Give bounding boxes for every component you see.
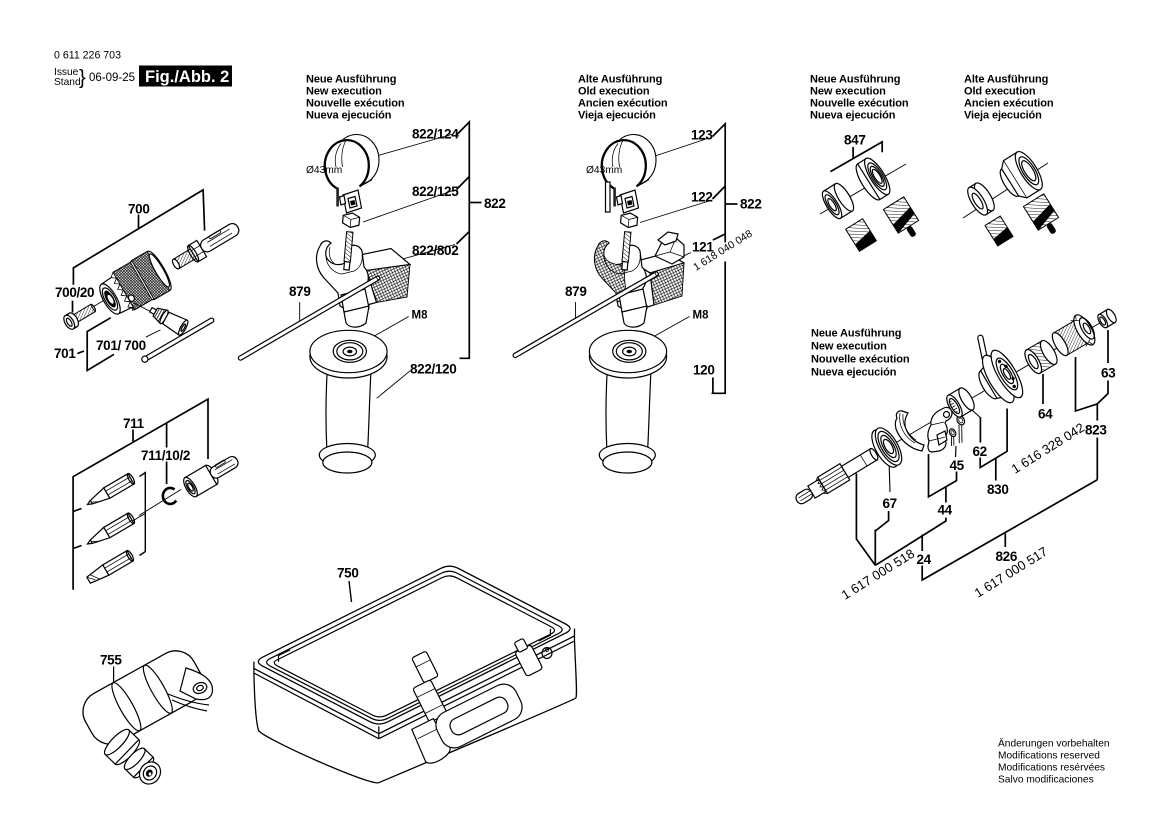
svg-text:Neue Ausführung: Neue Ausführung	[306, 74, 396, 86]
svg-text:45: 45	[950, 458, 965, 473]
svg-text:Nueva ejecución: Nueva ejecución	[811, 367, 897, 379]
svg-text:Vieja ejecución: Vieja ejecución	[578, 110, 656, 122]
svg-text:Stand: Stand	[54, 77, 81, 88]
svg-text:Nouvelle exécution: Nouvelle exécution	[306, 98, 405, 110]
svg-text:879: 879	[289, 284, 310, 299]
svg-text:63: 63	[1101, 366, 1116, 381]
svg-text:44: 44	[938, 503, 953, 518]
svg-text:826: 826	[996, 549, 1018, 564]
svg-text:700: 700	[128, 202, 149, 217]
svg-text:}: }	[79, 67, 86, 89]
svg-text:755: 755	[100, 653, 122, 668]
svg-text:750: 750	[337, 566, 358, 581]
svg-text:New execution: New execution	[811, 341, 887, 353]
svg-text:Ancien exécution: Ancien exécution	[964, 98, 1054, 110]
svg-text:Salvo modificaciones: Salvo modificaciones	[998, 775, 1094, 786]
svg-text:Ø43mm: Ø43mm	[586, 165, 622, 176]
svg-text:Änderungen vorbehalten: Änderungen vorbehalten	[998, 738, 1110, 750]
svg-text:822/120: 822/120	[410, 362, 456, 377]
svg-text:Ø43mm: Ø43mm	[306, 165, 342, 176]
svg-text:822/124: 822/124	[412, 127, 459, 142]
svg-text:700/20: 700/20	[55, 285, 94, 300]
svg-text:24: 24	[917, 552, 932, 567]
svg-text:M8: M8	[693, 310, 710, 322]
svg-text:879: 879	[565, 284, 586, 299]
svg-text:Nueva ejecución: Nueva ejecución	[306, 110, 392, 122]
svg-text:Alte Ausführung: Alte Ausführung	[578, 74, 662, 86]
svg-text:64: 64	[1038, 407, 1053, 422]
svg-text:Old execution: Old execution	[578, 86, 650, 98]
svg-text:122: 122	[691, 190, 712, 205]
svg-text:121: 121	[692, 240, 714, 255]
svg-text:711/10/2: 711/10/2	[141, 448, 190, 463]
svg-text:701/ 700: 701/ 700	[96, 338, 146, 353]
svg-text:822/125: 822/125	[412, 184, 459, 199]
svg-text:822: 822	[740, 197, 761, 212]
svg-text:Alte Ausführung: Alte Ausführung	[964, 74, 1048, 86]
svg-text:06-09-25: 06-09-25	[89, 72, 135, 84]
svg-text:701: 701	[54, 346, 76, 361]
svg-text:847: 847	[844, 133, 865, 148]
svg-text:711: 711	[123, 416, 145, 431]
svg-text:Nouvelle exécution: Nouvelle exécution	[810, 98, 909, 110]
svg-text:830: 830	[987, 482, 1008, 497]
svg-text:Neue Ausführung: Neue Ausführung	[811, 328, 901, 340]
svg-text:822: 822	[484, 196, 505, 211]
svg-text:120: 120	[693, 363, 714, 378]
svg-text:Neue Ausführung: Neue Ausführung	[810, 74, 900, 86]
svg-text:Ancien exécution: Ancien exécution	[578, 98, 668, 110]
svg-text:Nouvelle exécution: Nouvelle exécution	[811, 354, 910, 366]
svg-text:67: 67	[883, 496, 897, 511]
svg-text:Old execution: Old execution	[964, 86, 1036, 98]
svg-text:823: 823	[1085, 423, 1107, 438]
svg-text:Vieja ejecución: Vieja ejecución	[964, 110, 1042, 122]
svg-text:M8: M8	[412, 310, 429, 322]
svg-text:0 611 226 703: 0 611 226 703	[54, 50, 121, 62]
svg-text:New execution: New execution	[810, 86, 886, 98]
svg-text:Fig./Abb. 2: Fig./Abb. 2	[145, 68, 229, 86]
svg-text:Modifications resérvées: Modifications resérvées	[998, 763, 1105, 774]
svg-text:Issue: Issue	[54, 67, 79, 78]
svg-text:New execution: New execution	[306, 86, 382, 98]
svg-text:Nueva ejecución: Nueva ejecución	[810, 110, 896, 122]
svg-text:62: 62	[973, 444, 987, 459]
svg-text:Modifications reserved: Modifications reserved	[998, 751, 1100, 762]
